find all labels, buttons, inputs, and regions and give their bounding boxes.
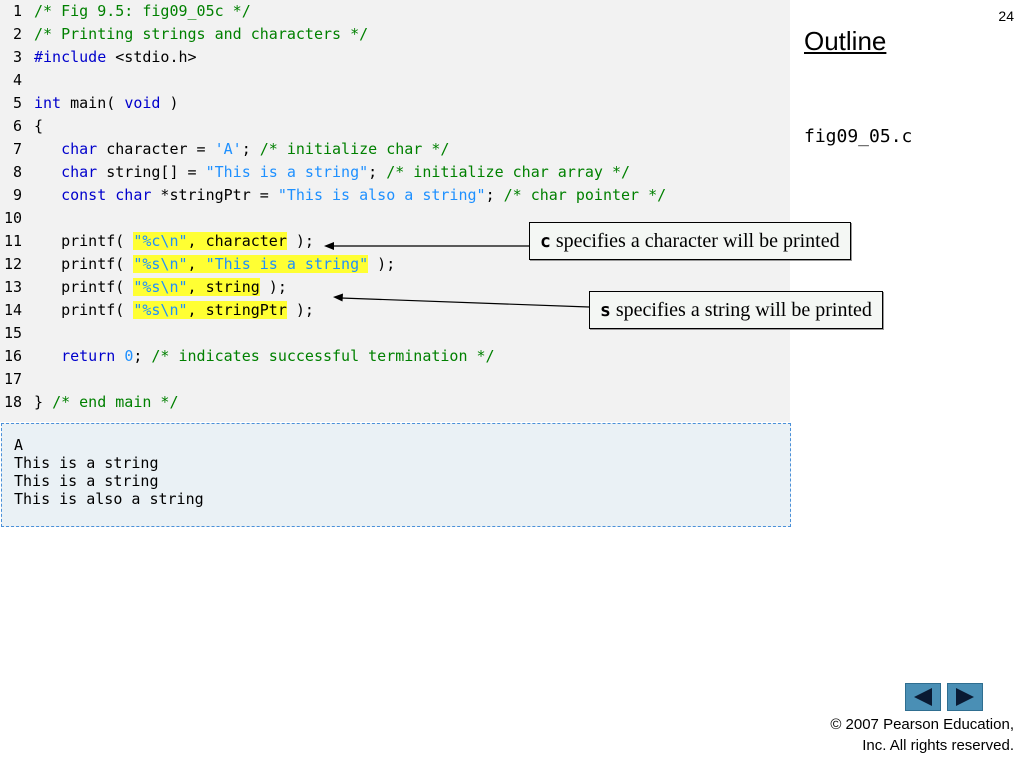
comment: /* Fig 9.5: fig09_05c */ — [34, 2, 251, 20]
copyright-line: Inc. All rights reserved. — [862, 737, 1014, 754]
line-number: 17 — [3, 370, 22, 388]
output-line: This is a string — [14, 454, 159, 472]
code-text: return 0; /* indicates successful termin… — [61, 347, 495, 365]
line-number: 3 — [12, 48, 22, 66]
line-number: 16 — [3, 347, 22, 365]
code-text: #include <stdio.h> — [34, 48, 197, 66]
line-number: 8 — [12, 163, 22, 181]
line-number: 1 — [12, 2, 22, 20]
comment: /* Printing strings and characters */ — [34, 25, 369, 43]
code-panel: 1 /* Fig 9.5: fig09_05c */ 2 /* Printing s… — [0, 0, 790, 422]
line-number: 4 — [12, 71, 22, 89]
copyright-line: © 2007 Pearson Education, — [830, 716, 1014, 733]
line-number: 9 — [12, 186, 22, 204]
code-text: /* Printing strings and characters */ — [34, 23, 368, 46]
file-name: fig09_05.c — [804, 126, 913, 147]
copyright-notice: © 2007 Pearson Education, Inc. All right… — [830, 714, 1014, 756]
left-triangle-icon — [914, 688, 932, 706]
output-line: This is also a string — [14, 490, 204, 508]
line-number: 14 — [3, 301, 22, 319]
code-text: printf( "%s\n", string ); — [34, 278, 287, 296]
code-text: printf( "%s\n", stringPtr ); — [34, 301, 314, 319]
page-number: 24 — [998, 8, 1014, 24]
output-line: This is a string — [14, 472, 159, 490]
output-line: A — [14, 436, 24, 454]
next-slide-button[interactable] — [947, 683, 983, 711]
line-number: 18 — [3, 393, 22, 411]
line-number: 7 — [12, 140, 22, 158]
line-number: 10 — [3, 209, 22, 227]
program-output-panel: A This is a string This is a string This… — [1, 423, 791, 527]
code-text: char string[] = "This is a string"; /* i… — [61, 163, 631, 181]
line-number: 5 — [12, 94, 22, 112]
code-text: printf( "%c\n", character ); — [34, 232, 314, 250]
callout-code: s — [600, 300, 611, 321]
code-text: /* Fig 9.5: fig09_05c */ — [34, 0, 251, 23]
arrow-head-string — [333, 293, 343, 302]
outline-title: Outline — [804, 26, 887, 56]
arrow-line-string — [340, 297, 590, 308]
callout-text: specifies a character will be printed — [550, 230, 840, 252]
code-text: char character = 'A'; /* initialize char… — [61, 140, 450, 158]
previous-slide-button[interactable] — [905, 683, 941, 711]
line-number: 6 — [12, 117, 22, 135]
code-text: } /* end main */ — [34, 393, 179, 411]
callout-char-specifier: c specifies a character will be printed — [529, 222, 851, 260]
code-text: int main( void ) — [34, 94, 179, 112]
code-text: { — [34, 117, 44, 135]
code-text: const char *stringPtr = "This is also a … — [61, 186, 667, 204]
line-number: 12 — [3, 255, 22, 273]
callout-text: specifies a string will be printed — [610, 299, 872, 321]
line-number: 2 — [12, 25, 22, 43]
line-number: 13 — [3, 278, 22, 296]
right-triangle-icon — [956, 688, 974, 706]
line-number: 15 — [3, 324, 22, 342]
code-text: printf( "%s\n", "This is a string" ); — [34, 255, 396, 273]
callout-string-specifier: s specifies a string will be printed — [589, 291, 883, 329]
arrow-head-char — [324, 242, 334, 250]
callout-code: c — [540, 231, 551, 252]
line-number: 11 — [3, 232, 22, 250]
